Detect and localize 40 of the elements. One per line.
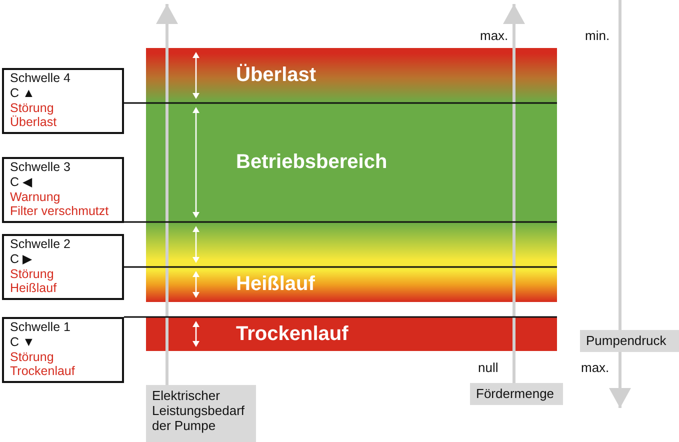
axis-label: Elektrischer Leistungsbedarf der Pumpe xyxy=(146,385,256,442)
threshold-name: Schwelle 2 xyxy=(10,237,72,252)
fault-text: Filter verschmutzt xyxy=(10,204,110,220)
threshold-line xyxy=(124,316,557,318)
status-text: Störung xyxy=(10,266,55,282)
condition-code: C ▶ xyxy=(10,252,34,267)
zone-label: Trockenlauf xyxy=(236,322,348,346)
threshold-box xyxy=(2,234,124,300)
scale-label: min. xyxy=(585,28,610,43)
zone-band xyxy=(146,267,557,302)
zone-label: Betriebsbereich xyxy=(236,151,388,174)
threshold-name: Schwelle 3 xyxy=(10,160,72,175)
threshold-name: Schwelle 4 xyxy=(10,71,72,86)
threshold-name: Schwelle 1 xyxy=(10,320,72,335)
scale-label: null xyxy=(478,360,498,375)
status-text: Warnung xyxy=(10,190,62,204)
threshold-line xyxy=(124,266,557,268)
zone-band xyxy=(146,317,557,351)
fault-text: Heißlauf xyxy=(10,281,58,296)
status-text: Störung xyxy=(10,350,55,364)
zone-label: Heißlauf xyxy=(236,273,315,296)
zone-band xyxy=(146,222,557,267)
threshold-box xyxy=(2,68,124,134)
condition-code: C ◀ xyxy=(10,174,34,190)
threshold-line xyxy=(124,221,557,223)
zone-band xyxy=(146,48,557,103)
zone-label: Überlast xyxy=(236,64,316,87)
condition-code: C ▼ xyxy=(10,334,36,350)
fault-text: Trockenlauf xyxy=(10,364,76,380)
fault-text: Überlast xyxy=(10,115,58,130)
threshold-box xyxy=(2,157,124,223)
axis-label: Pumpendruck xyxy=(580,330,679,352)
scale-label: max. xyxy=(480,28,508,43)
threshold-box xyxy=(2,317,124,383)
scale-label: max. xyxy=(581,360,610,375)
threshold-line xyxy=(124,102,557,104)
zone-band xyxy=(146,103,557,222)
status-text: Störung xyxy=(10,100,54,115)
condition-code: C ▲ xyxy=(10,86,36,101)
axis-label: Fördermenge xyxy=(470,383,563,405)
